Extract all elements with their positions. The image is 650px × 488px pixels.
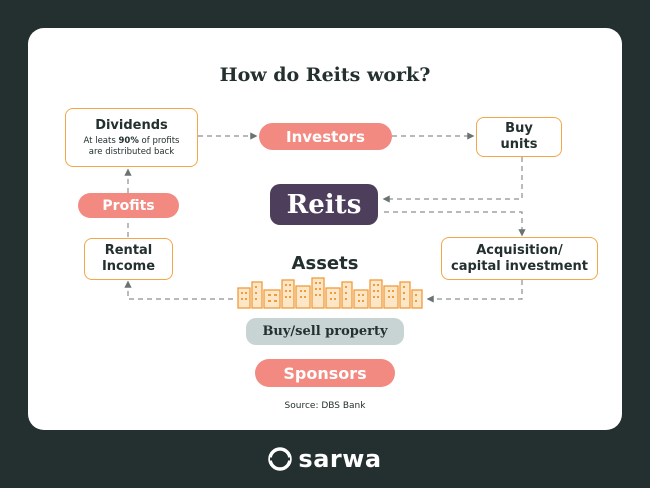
arrow-acquisition-to-assets xyxy=(426,280,523,303)
buy-sell-property-bar: Buy/sell property xyxy=(246,318,404,345)
dividends-description: At leats 90% of profits are distributed … xyxy=(83,135,180,157)
investors-pill: Investors xyxy=(259,123,392,150)
acquisition-line2: capital investment xyxy=(451,258,588,274)
buy-units-line2: units xyxy=(500,137,538,152)
acquisition-line1: Acquisition/ xyxy=(476,242,563,258)
dividends-label: Dividends xyxy=(95,117,168,133)
brand-name: sarwa xyxy=(298,445,382,473)
sarwa-logo-icon xyxy=(268,447,293,471)
reits-box: Reits xyxy=(270,184,378,225)
rental-income-box: Rental Income xyxy=(84,238,173,280)
arrow-reits-to-acquisition xyxy=(384,211,526,237)
arrow-assets-to-rental-income xyxy=(124,280,233,300)
acquisition-box: Acquisition/ capital investment xyxy=(441,237,598,280)
source-note: Source: DBS Bank xyxy=(284,401,366,411)
infographic-card: How do Reits work? Dividends At leats 90… xyxy=(28,28,622,430)
brand-logo: sarwa xyxy=(0,442,650,476)
rental-income-line2: Income xyxy=(101,259,156,274)
assets-label: Assets xyxy=(291,253,359,274)
flow-arrows xyxy=(124,132,526,303)
profits-pill: Profits xyxy=(78,193,179,218)
buy-units-line1: Buy xyxy=(505,121,533,136)
sponsors-pill: Sponsors xyxy=(255,359,395,387)
arrow-buy-units-to-reits xyxy=(382,157,523,203)
rental-income-line1: Rental xyxy=(104,243,153,258)
diagram-title: How do Reits work? xyxy=(219,64,431,86)
dividends-box: Dividends At leats 90% of profits are di… xyxy=(65,108,198,167)
buy-units-box: Buy units xyxy=(476,117,562,157)
buildings-illustration xyxy=(237,277,423,309)
